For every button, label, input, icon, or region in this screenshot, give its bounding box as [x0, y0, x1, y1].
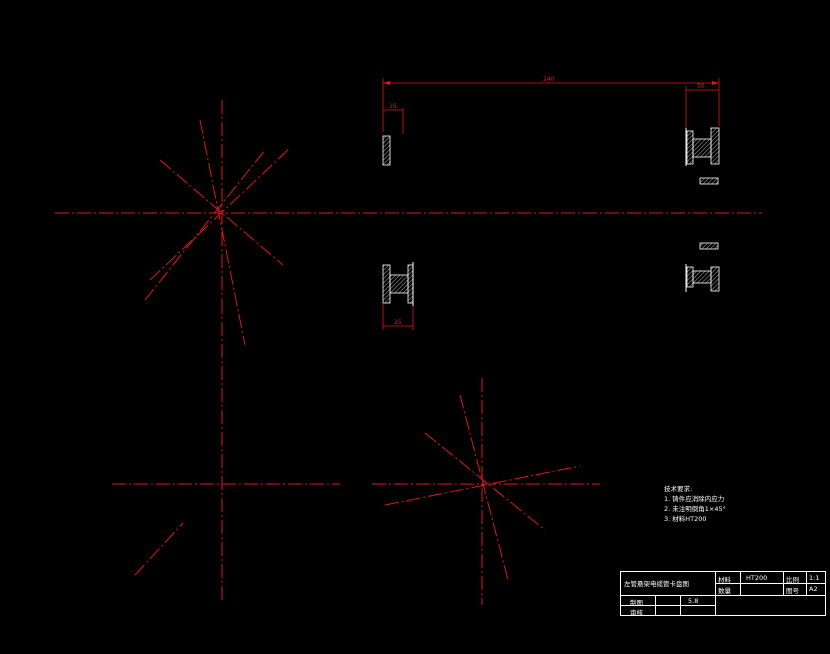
scale-value: 1:1 [809, 574, 820, 582]
left-section-bottom [382, 262, 414, 306]
title-block [620, 571, 826, 616]
material-value: HT200 [746, 574, 768, 582]
technical-requirement-item: 2. 未注明倒角1×45° [664, 505, 726, 513]
right-section-bottom [685, 242, 720, 292]
date-value: 5.8 [688, 597, 699, 605]
dimension-left-small: 15 [383, 103, 404, 134]
svg-text:240: 240 [543, 76, 555, 83]
quantity-label: 数量 [718, 587, 731, 595]
svg-text:25: 25 [394, 319, 402, 326]
left-section-top [382, 135, 391, 166]
technical-requirements: 技术要求: 1. 铸件应消除内应力 2. 未注明倒角1×45° 3. 材料HT2… [664, 484, 726, 524]
technical-requirement-item: 1. 铸件应消除内应力 [664, 495, 725, 503]
technical-requirement-item: 3. 材料HT200 [664, 515, 707, 523]
svg-text:50: 50 [697, 83, 705, 90]
material-label: 材料 [718, 576, 731, 584]
dimension-right-top: 50 [685, 83, 719, 128]
right-section-top [685, 127, 720, 185]
checked-by-label: 审核 [630, 609, 643, 617]
scale-label: 比例 [786, 576, 799, 584]
technical-requirements-heading: 技术要求: [664, 485, 693, 493]
radial-centerlines-bottom-middle [372, 378, 600, 605]
dimension-bottom-left: 25 [382, 303, 414, 330]
dimension-overall: 240 [382, 76, 720, 132]
drawing-no-label: 图号 [786, 587, 799, 595]
centerlines-bottom-left [112, 300, 340, 600]
svg-text:15: 15 [389, 103, 397, 110]
drawn-by-label: 制图 [630, 599, 643, 607]
drawing-no-value: A2 [809, 585, 818, 593]
drawing-title: 左管悬架电缆管卡盘图 [624, 580, 689, 588]
radial-centerlines-top-left [144, 100, 291, 346]
